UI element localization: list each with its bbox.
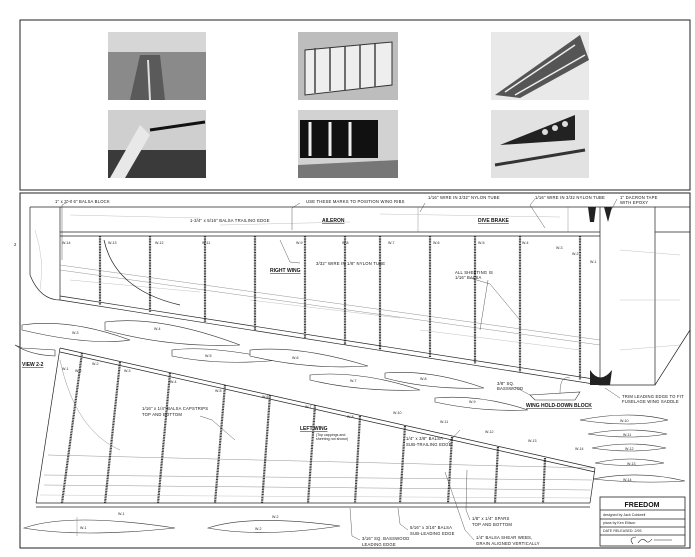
rib-label: W-5 (215, 389, 222, 393)
release-date: DATE RELEASED: 2/93 (603, 529, 641, 533)
note-capstrips: TOP AND BOTTOM (142, 412, 182, 417)
note-spars: 1/8" x 1/4" SPARS (472, 516, 510, 521)
aileron-label: AILERON (322, 218, 345, 224)
hold-down-label: WING HOLD-DOWN BLOCK (526, 403, 592, 409)
rib-label: W-3 (124, 369, 131, 373)
right-wing-notes: 1" x 3" x 6" BALSA BLOCK USE THESE MARKS… (14, 195, 684, 409)
note-leading-edge: 3/16" SQ. BASSWOOD (362, 536, 409, 541)
rib-labels-right: W-14 W-13 W-12 W-11 W-9 W-8 W-7 W-6 W-5 … (62, 241, 597, 264)
rib-label: W-12 (155, 241, 164, 245)
note-dacron-tape: 1" DACRON TAPE (620, 195, 658, 200)
rib-label: W-4 (170, 380, 177, 384)
rib-label: W-1 (118, 512, 125, 516)
rib-label: W-2 (572, 252, 579, 256)
title-block: FREEDOM designed by Jack Coldwell plans … (599, 496, 686, 547)
rib-label: W-9 (296, 241, 303, 245)
photo-3 (491, 32, 589, 100)
rib-label: W-3 (556, 246, 563, 250)
left-wing-notes: 1/16" x 1/4" BALSA CAPSTRIPS TOP AND BOT… (142, 406, 540, 547)
rib-label: W-11 (202, 241, 210, 245)
note-basswood: 3/8" SQ. (497, 381, 514, 386)
rib-label: W-14 (623, 478, 632, 482)
rib-label: W-7 (350, 379, 357, 383)
note-basswood: BASSWOOD (497, 386, 523, 391)
rib-label: W-13 (627, 462, 636, 466)
note-sub-leading-edge: SUB-LEADING EDGE (410, 531, 455, 536)
note-sub-trailing-edge: 1/4" x 3/8" BALSA (406, 436, 443, 441)
note-spars: TOP AND BOTTOM (472, 522, 512, 527)
plans-credit: plans by Ken Ellison (603, 521, 635, 525)
craftair-logo (630, 536, 672, 545)
rib-label: W-6 (262, 395, 269, 399)
note-trim: FUSELAGE WING SADDLE (622, 399, 679, 404)
rib-label: W-14 (62, 241, 71, 245)
section-mark: 2 (14, 242, 17, 247)
photo-6 (491, 110, 589, 178)
note-trailing-edge: 1-3/4" x 5/16" BALSA TRAILING EDGE (190, 218, 270, 223)
rib-label: W-14 (575, 447, 584, 451)
left-wing-label: LEFT WING (300, 426, 328, 432)
note-wire-tube: 1/16" WIRE IN 3/32 NYLON TUBE (535, 195, 605, 200)
note-dacron-tape: WITH EPOXY (620, 200, 648, 205)
right-wing-label: RIGHT WING (270, 268, 301, 274)
rib-label: W-1 (590, 260, 597, 264)
rib-label: W-4 (522, 241, 529, 245)
rib-label: W-2 (75, 369, 82, 373)
note-sheeting: 1/16" BALSA (455, 275, 482, 280)
rib-label: W-5 (205, 354, 212, 358)
note-sheeting: ALL SHEETING IS (455, 270, 493, 275)
photo-2 (298, 32, 398, 100)
photo-5 (298, 110, 398, 178)
rib-label: W-2 (272, 515, 279, 519)
note-left-wing: (Top cappings and (316, 433, 345, 437)
rib-label: W-6 (433, 241, 440, 245)
rib-label: W-12 (485, 430, 494, 434)
rib-label: W-3 (72, 331, 79, 335)
rib-label: W-13 (108, 241, 117, 245)
view-2-2-label: VIEW 2-2 (22, 362, 44, 368)
note-leading-edge: LEADING EDGE (362, 542, 396, 547)
rib-label: W-13 (528, 439, 537, 443)
rib-label: W-7 (305, 405, 312, 409)
rib-label: W-1 (80, 526, 87, 530)
note-use-marks: USE THESE MARKS TO POSITION WING RIBS (306, 199, 405, 204)
rib-label: W-1 (62, 367, 69, 371)
rib-label: W-8 (420, 377, 427, 381)
rib-labels-left: W-1 W-2 W-2 W-3 W-4 W-5 W-6 W-7 W-8 W-10… (62, 362, 584, 451)
note-balsa-block: 1" x 3" x 6" BALSA BLOCK (55, 199, 110, 204)
plan-title: FREEDOM (625, 502, 660, 509)
rib-label: W-8 (347, 415, 354, 419)
rib-label: W-11 (440, 420, 448, 424)
rib-label: W-11 (623, 433, 631, 437)
dive-brake-label: DIVE BRAKE (478, 218, 510, 224)
photo-4 (108, 110, 206, 178)
rib-label: W-5 (478, 241, 485, 245)
photo-1 (108, 32, 206, 101)
designer-credit: designed by Jack Coldwell (603, 513, 646, 517)
note-sub-trailing-edge: SUB-TRAILING EDGE (406, 442, 452, 447)
note-shear-webs: GRAIN ALIGNED VERTICALLY (476, 541, 540, 546)
rib-label: W-2 (92, 362, 99, 366)
note-capstrips: 1/16" x 1/4" BALSA CAPSTRIPS (142, 406, 208, 411)
right-wing (29, 206, 691, 386)
rib-label: W-7 (388, 241, 395, 245)
rib-label: W-12 (625, 447, 634, 451)
note-wire-tube: 3/32" WIRE IN 1/8" NYLON TUBE (316, 261, 385, 266)
rib-templates: W-3 W-4 W-5 W-6 W-7 W-8 W-9 W-10 W-11 W-… (14, 320, 686, 536)
rib-label: W-4 (154, 327, 161, 331)
rib-label: W-8 (342, 241, 349, 245)
rib-label: W-10 (620, 419, 629, 423)
rib-label: W-2 (255, 527, 262, 531)
left-wing (35, 347, 596, 508)
note-sub-leading-edge: 5/16" x 3/16" BALSA (410, 525, 452, 530)
plan-panel (19, 192, 691, 549)
note-wire-tube: 1/16" WIRE IN 3/32" NYLON TUBE (428, 195, 500, 200)
note-trim: TRIM LEADING EDGE TO FIT (622, 394, 684, 399)
rib-label: W-9 (469, 400, 476, 404)
note-shear-webs: 1/4" BALSA SHEAR WEBS, (476, 535, 532, 540)
rib-label: W-10 (393, 411, 402, 415)
rib-label: W-6 (292, 356, 299, 360)
note-left-wing: sheeting not shown) (316, 437, 348, 441)
